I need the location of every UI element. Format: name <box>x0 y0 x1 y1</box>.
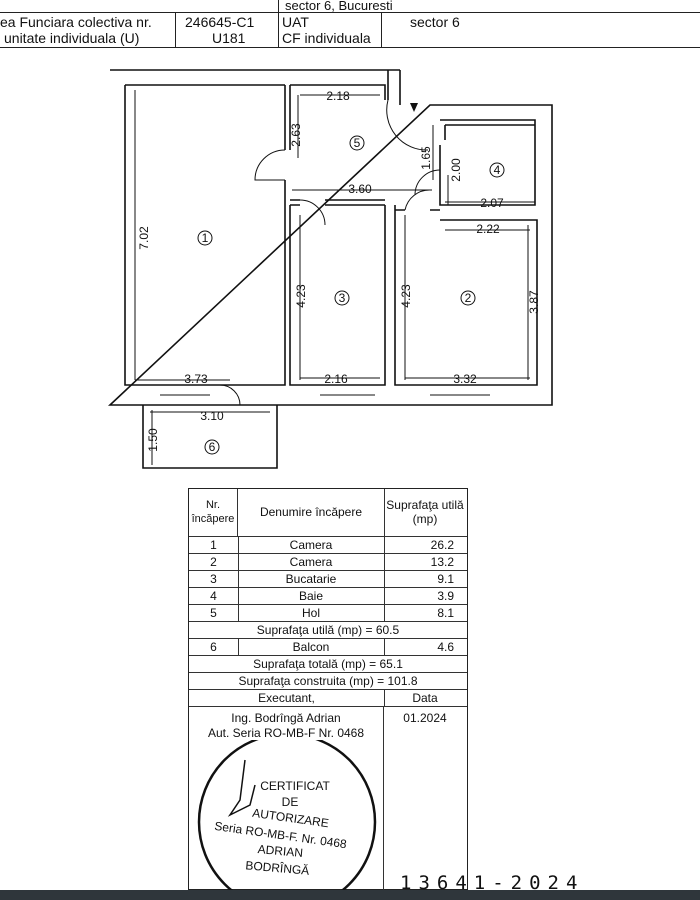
suprafata-construita: Suprafaţa construita (mp) = 101.8 <box>238 674 418 688</box>
cf-number: 246645-C1 <box>185 14 255 30</box>
executant-name: Ing. Bodrîngă Adrian <box>231 711 341 725</box>
dim-label: 3.73 <box>184 372 208 386</box>
floor-plan: 2.18 2.63 1.65 2.00 3.60 2.07 2.22 7.02 … <box>107 69 553 469</box>
table-cell: DE <box>282 795 299 809</box>
table-cell: CERTIFICAT <box>260 779 330 793</box>
table-cell: Balcon <box>238 639 385 656</box>
dim-label: 2.22 <box>476 222 500 236</box>
table-cell: Data <box>412 691 438 705</box>
dim-label: 2.63 <box>289 123 303 147</box>
cf-individuala-label: CF individuala <box>282 30 371 46</box>
rooms-table: Nr. încăpere Denumire încăpere Suprafaţa… <box>188 488 468 892</box>
outer-wall <box>107 69 553 406</box>
date: 01.2024 <box>403 711 447 725</box>
header-area: Suprafaţa utilă (mp) <box>386 498 464 526</box>
table-cell: 9.1 <box>437 572 454 586</box>
room-1-outline <box>124 84 286 386</box>
table-cell: Camera <box>238 554 385 571</box>
room-number: 4 <box>494 163 501 177</box>
table-cell: 8.1 <box>437 606 454 620</box>
table-cell: Executant, <box>189 690 385 707</box>
room-number: 5 <box>354 136 361 150</box>
table-cell: Hol <box>238 605 385 622</box>
header-name: Denumire încăpere <box>238 489 385 536</box>
table-cell: BODRÎNGĂ <box>245 857 310 878</box>
signature <box>227 759 256 817</box>
room-number: 1 <box>202 231 209 245</box>
cf-label: ea Funciara colectiva nr. <box>0 14 152 30</box>
table-cell: 2 <box>189 554 239 571</box>
table-cell: 4 <box>189 588 239 605</box>
suprafata-totala: Suprafaţa totală (mp) = 65.1 <box>253 657 403 671</box>
suprafata-utila: Suprafaţa utilă (mp) = 60.5 <box>256 623 400 637</box>
table-cell: 3 <box>189 571 239 588</box>
dim-label: 2.18 <box>326 89 350 103</box>
uat-label: UAT <box>282 14 309 30</box>
table-cell: 1 <box>189 537 239 554</box>
dim-label: 7.02 <box>137 226 151 250</box>
address-partial: sector 6, Bucuresti <box>285 0 393 13</box>
table-cell: 13.2 <box>430 555 454 569</box>
table-cell: 3.9 <box>437 589 454 603</box>
dim-label: 2.07 <box>480 196 504 210</box>
dim-label: 3.60 <box>348 182 372 196</box>
u-number: U181 <box>212 30 246 46</box>
table-cell: 26.2 <box>430 538 454 552</box>
dim-label: 3.32 <box>453 372 477 386</box>
authorization: Aut. Seria RO-MB-F Nr. 0468 <box>207 726 365 740</box>
table-cell: 6 <box>189 639 239 656</box>
room-number: 3 <box>339 291 346 305</box>
bottom-bar <box>0 890 700 900</box>
dim-label: 3.10 <box>200 409 224 423</box>
north-arrow-icon <box>410 103 418 112</box>
table-cell: Baie <box>238 588 385 605</box>
table-cell: ADRIAN <box>257 842 303 860</box>
dim-label: 2.16 <box>324 372 348 386</box>
dim-label: 1.65 <box>419 146 433 170</box>
table-cell: 5 <box>189 605 239 622</box>
table-cell: 4.6 <box>437 640 454 654</box>
dim-label: 4.23 <box>399 284 413 308</box>
table-cell: Bucatarie <box>238 571 385 588</box>
dim-label: 4.23 <box>294 284 308 308</box>
registration-number: 13641-2024 <box>400 872 585 894</box>
uat-value: sector 6 <box>410 14 460 30</box>
authorization-stamp: CERTIFICAT DE AUTORIZARE Seria RO-MB-F. … <box>197 740 377 900</box>
balcony-outline <box>142 405 278 469</box>
dim-label: 3.87 <box>527 290 541 314</box>
room-number: 2 <box>465 291 472 305</box>
table-cell: Camera <box>238 537 385 554</box>
dim-label: 2.00 <box>449 158 463 182</box>
header-nr: Nr. încăpere <box>189 489 238 536</box>
room-number: 6 <box>209 440 216 454</box>
u-label: unitate individuala (U) <box>4 30 140 46</box>
dim-label: 1.50 <box>146 428 160 452</box>
document-header: sector 6, Bucuresti ea Funciara colectiv… <box>0 0 700 48</box>
